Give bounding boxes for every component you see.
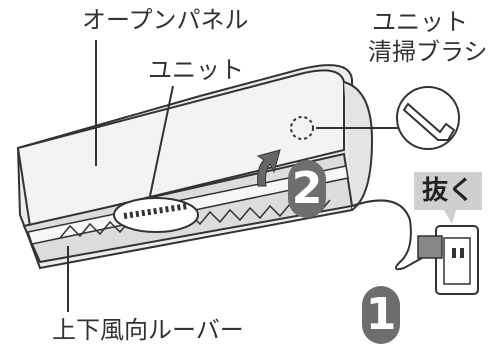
brush-label-line1: ユニット (372, 8, 468, 36)
unplug-tag-pointer (444, 210, 456, 224)
louver-label: 上下風向ルーバー (52, 316, 244, 344)
brush-circle (396, 86, 460, 150)
brush-label-line2: 清掃ブラシ (368, 38, 488, 66)
lift-arrow-icon (256, 149, 281, 187)
ac-side (343, 81, 374, 211)
power-plug (417, 235, 443, 259)
brush-spot (290, 116, 314, 140)
cleaning-brush-icon (402, 102, 456, 141)
power-cord (351, 199, 423, 271)
step-2-badge: 2 (288, 160, 326, 218)
step-1-badge: 1 (362, 286, 400, 344)
unit-highlight (113, 197, 199, 233)
unit-leader (149, 85, 174, 197)
unplug-tag: 抜く (414, 172, 483, 210)
open-panel-label: オープンパネル (82, 6, 249, 34)
outlet-face (443, 237, 471, 285)
unit-label: ユニット (148, 56, 244, 84)
unit-grille (123, 203, 189, 219)
